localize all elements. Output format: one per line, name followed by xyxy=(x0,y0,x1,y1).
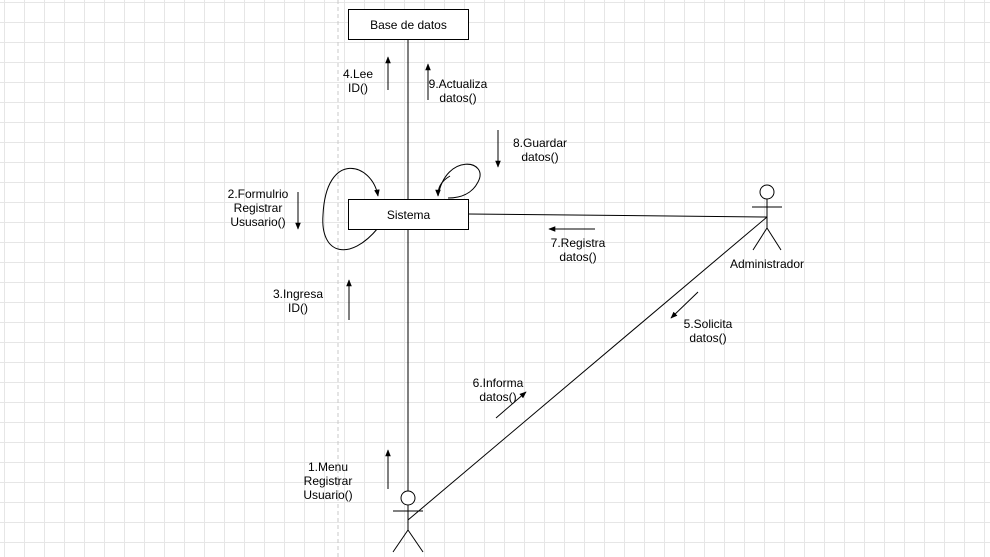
system-label: Sistema xyxy=(386,207,431,222)
message-label-m4: 4.Lee ID() xyxy=(342,67,374,95)
system-box[interactable]: Sistema xyxy=(348,199,469,230)
self-loop-left xyxy=(322,167,380,251)
arrow-m5 xyxy=(670,291,699,319)
message-label-m5: 5.Solicita datos() xyxy=(683,317,733,345)
arrow-m6 xyxy=(495,391,527,419)
message-label-m9: 9.Actualiza datos() xyxy=(428,77,488,105)
self-loop-right-tip xyxy=(435,175,451,197)
system-admin-link xyxy=(467,213,768,218)
user-head xyxy=(400,490,416,506)
self-loop-right xyxy=(437,163,481,199)
message-label-m8: 8.Guardar datos() xyxy=(512,136,568,164)
message-label-m7: 7.Registra datos() xyxy=(550,236,606,264)
message-label-m2: 2.Formulrio Registrar Ususario() xyxy=(227,187,289,229)
message-label-m6: 6.Informa datos() xyxy=(472,376,524,404)
message-label-m3: 3.Ingresa ID() xyxy=(272,287,324,315)
database-box[interactable]: Base de datos xyxy=(348,9,469,40)
user-admin-link xyxy=(407,216,768,521)
user-actor[interactable] xyxy=(392,490,424,553)
administrator-head xyxy=(759,184,775,200)
database-label: Base de datos xyxy=(370,17,447,32)
message-label-m1: 1.Menu Registrar Usuario() xyxy=(303,460,353,502)
administrator-label: Administrador xyxy=(730,257,805,271)
administrator-actor[interactable] xyxy=(752,184,782,251)
